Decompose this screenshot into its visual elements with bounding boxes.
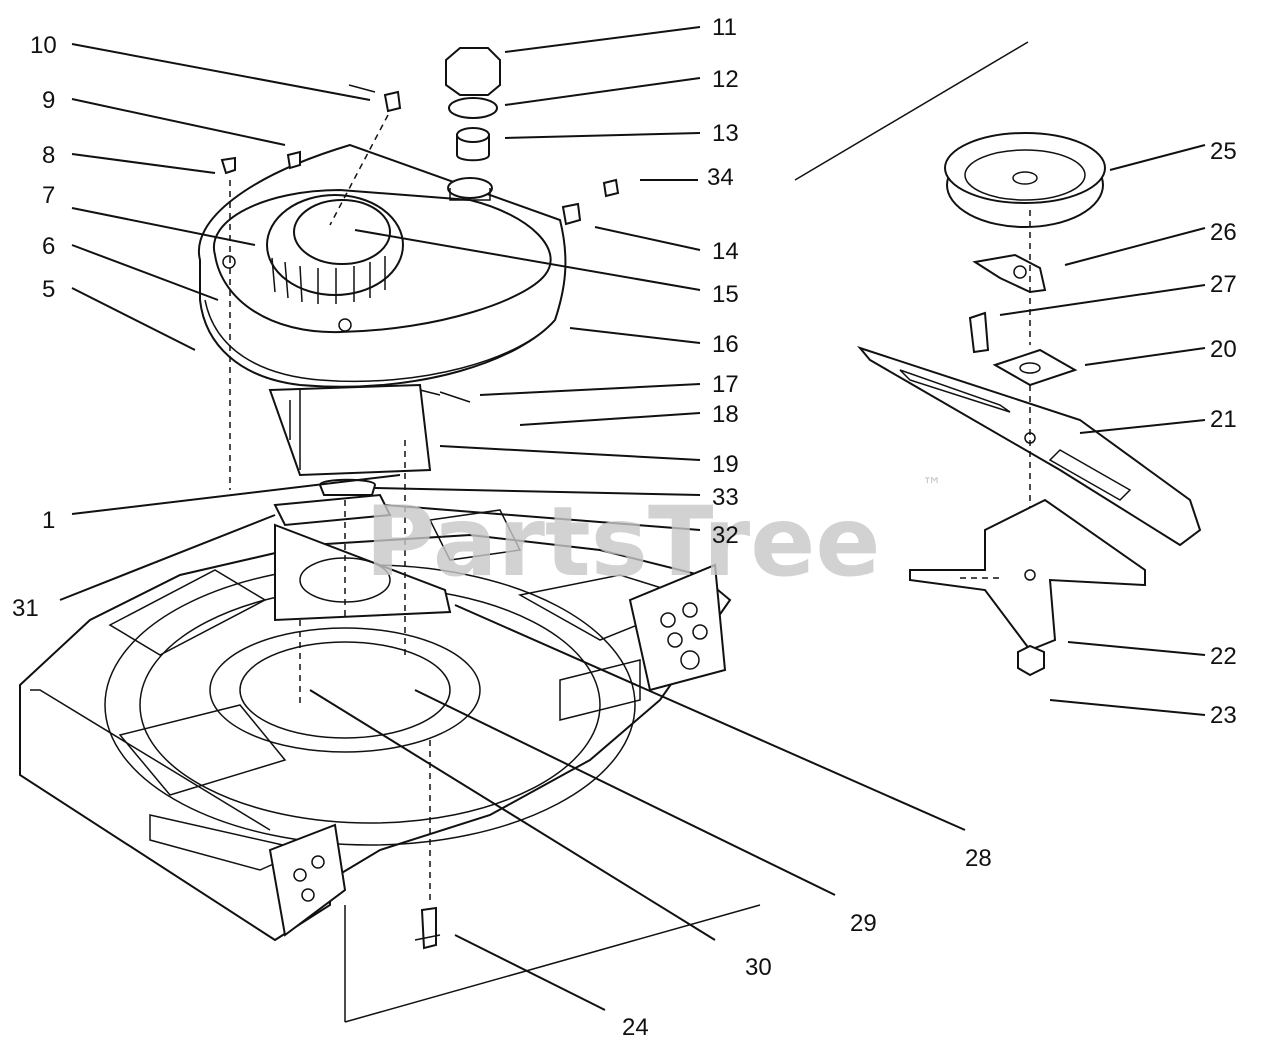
- callout-23: 23: [1210, 702, 1237, 729]
- callout-10: 10: [30, 32, 57, 59]
- leader-lines: [59, 26, 1206, 1023]
- blade-assembly: [794, 41, 1202, 677]
- hardware-parts: [220, 47, 620, 950]
- callout-7: 7: [42, 182, 55, 209]
- callout-9: 9: [42, 87, 55, 114]
- callout-13: 13: [712, 120, 739, 147]
- callout-labels: 10 9 8 7 6 5 1 31 11 12 13 34 14 15 16 1…: [12, 14, 1237, 1041]
- callout-25: 25: [1210, 138, 1237, 165]
- watermark-trademark: ™: [922, 473, 942, 497]
- callout-20: 20: [1210, 336, 1237, 363]
- callout-26: 26: [1210, 219, 1237, 246]
- callout-28: 28: [965, 845, 992, 872]
- callout-17: 17: [712, 371, 739, 398]
- callout-8: 8: [42, 142, 55, 169]
- callout-12: 12: [712, 66, 739, 93]
- callout-5: 5: [42, 276, 55, 303]
- callout-6: 6: [42, 233, 55, 260]
- callout-1: 1: [42, 507, 55, 534]
- callout-24: 24: [622, 1014, 649, 1041]
- callout-29: 29: [850, 910, 877, 937]
- watermark: PartsTree: [365, 486, 880, 598]
- callout-18: 18: [712, 401, 739, 428]
- callout-21: 21: [1210, 406, 1237, 433]
- callout-15: 15: [712, 281, 739, 308]
- callout-16: 16: [712, 331, 739, 358]
- callout-27: 27: [1210, 271, 1237, 298]
- callout-22: 22: [1210, 643, 1237, 670]
- mower-deck: [19, 509, 732, 942]
- callout-11: 11: [712, 14, 737, 41]
- callout-31: 31: [12, 595, 39, 622]
- callout-32: 32: [712, 522, 739, 549]
- callout-33: 33: [712, 484, 739, 511]
- callout-34: 34: [707, 164, 734, 191]
- callout-19: 19: [712, 451, 739, 478]
- callout-30: 30: [745, 954, 772, 981]
- callout-14: 14: [712, 238, 739, 265]
- engine: [197, 143, 567, 477]
